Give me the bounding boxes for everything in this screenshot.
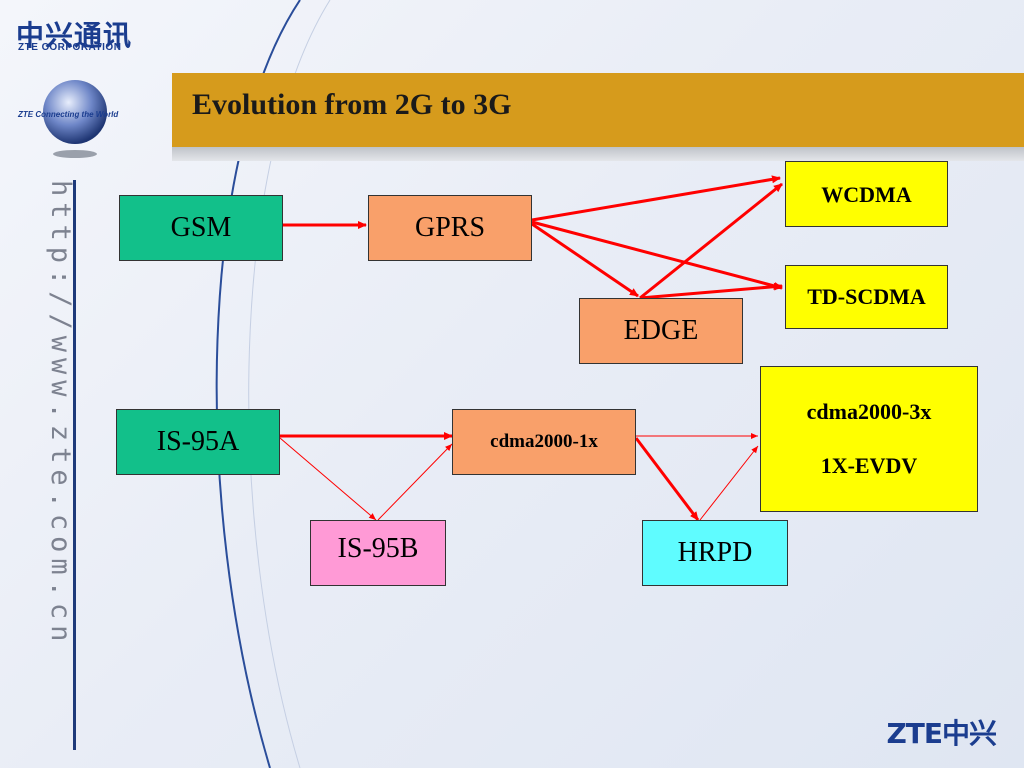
globe-slogan: ZTE Connecting the World xyxy=(18,110,119,119)
node-cdma2000-3x-label: cdma2000-3x xyxy=(806,399,932,424)
title-bar-shadow xyxy=(172,147,1024,161)
title-bar xyxy=(172,73,1024,147)
vertical-url-text: http://www.zte.com.cn xyxy=(45,180,76,648)
node-gsm-label: GSM xyxy=(170,212,232,243)
node-wcdma: WCDMA xyxy=(785,161,948,227)
arrow-gprs-wcdma xyxy=(531,175,781,222)
node-cdma2000-1x-label: cdma2000-1x xyxy=(490,431,598,452)
node-is95b-label: IS-95B xyxy=(337,533,419,564)
node-wcdma-label: WCDMA xyxy=(821,182,912,207)
arrow-is95b-cdma1x xyxy=(377,443,453,521)
arrow-gprs-tdscdma xyxy=(531,220,783,290)
node-hrpd-label: HRPD xyxy=(677,537,753,568)
node-is95a: IS-95A xyxy=(116,409,280,475)
zte-corporation-label: ZTE CORPORATION xyxy=(18,42,122,53)
arrow-cdma1x-hrpd xyxy=(634,437,700,521)
node-gsm: GSM xyxy=(119,195,283,261)
node-tdscdma-label: TD-SCDMA xyxy=(807,284,926,309)
arrow-hrpd-cdma3x xyxy=(699,445,759,521)
node-tdscdma: TD-SCDMA xyxy=(785,265,948,329)
globe-icon xyxy=(43,80,107,158)
left-divider-line xyxy=(73,180,76,750)
zte-logo-chinese: 中兴通讯 xyxy=(16,19,133,52)
arrow-gprs-edge xyxy=(531,222,639,298)
node-hrpd: HRPD xyxy=(642,520,788,586)
arrow-edge-tdscdma xyxy=(639,282,783,300)
node-gprs: GPRS xyxy=(368,195,532,261)
zte-footer-logo: ZTE中兴 xyxy=(886,717,997,750)
node-cdma2000-3x: cdma2000-3x 1X-EVDV xyxy=(760,366,978,512)
node-gprs-label: GPRS xyxy=(414,212,486,243)
arrow-is95a-is95b xyxy=(279,437,377,521)
node-edge: EDGE xyxy=(579,298,743,364)
arrow-edge-wcdma xyxy=(639,182,783,300)
node-1x-evdv-label: 1X-EVDV xyxy=(820,453,918,478)
page-title: Evolution from 2G to 3G xyxy=(192,88,512,121)
node-edge-label: EDGE xyxy=(623,315,699,346)
node-cdma2000-1x: cdma2000-1x xyxy=(452,409,636,475)
node-is95a-label: IS-95A xyxy=(156,426,240,457)
node-is95b: IS-95B xyxy=(310,520,446,586)
